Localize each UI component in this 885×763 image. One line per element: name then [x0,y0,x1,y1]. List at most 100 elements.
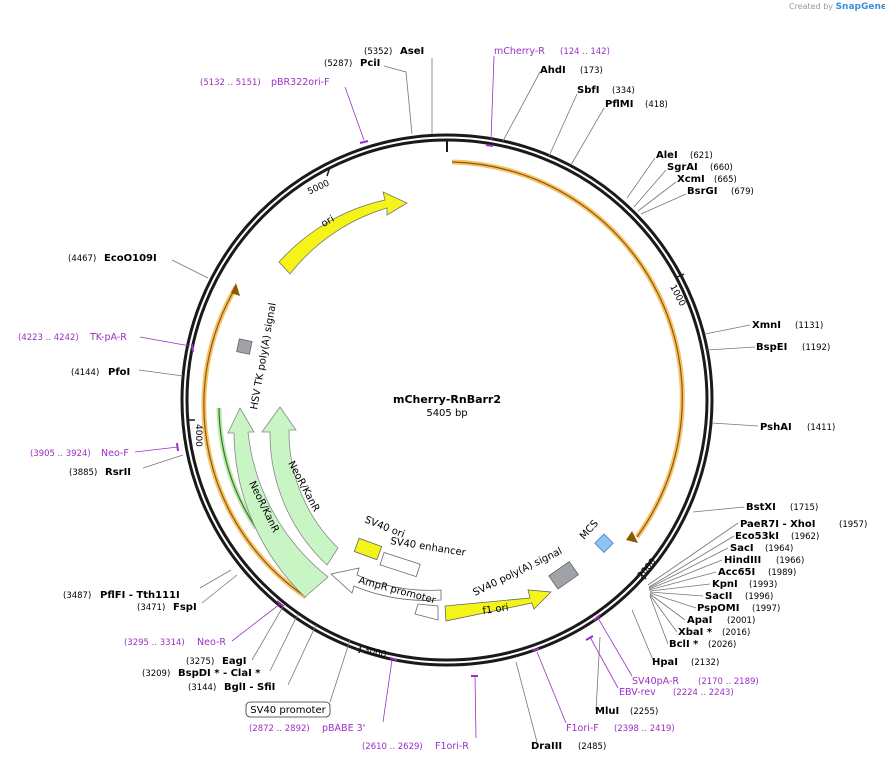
apai-pos: (2001) [727,616,755,626]
paer7i-xhoi-name: PaeR7I - XhoI [740,519,816,530]
ahdi-leader [502,71,541,142]
f1ori-r-name: F1ori-R [435,741,469,752]
pbr322ori-f-range: (5132 .. 5151) [200,78,261,88]
ahdi-name: AhdI [540,65,566,76]
mcherry-r-leader [490,55,495,141]
snapgene-credit: Created by SnapGene [789,2,885,12]
xcmi-pos: (665) [714,175,737,185]
neo-r-name: Neo-R [197,637,226,648]
bsrgi-leader [640,193,687,215]
saci-pos: (1964) [765,544,793,554]
tick-4000: 4000 [193,424,203,447]
mlui-name: MluI [595,706,619,717]
sv40-promoter-label: SV40 promoter [250,705,326,716]
tick-3000: 3000 [363,646,388,661]
tk-pa-r-name: TK-pA-R [89,332,127,343]
sv40-enhancer-label: SV40 enhancer [390,536,468,559]
neo-r-mark [276,600,284,607]
xbai-pos: (2016) [722,628,750,638]
f1ori-f-range: (2398 .. 2419) [614,724,675,734]
neo-orf-line [203,286,307,598]
sbfi-leader [548,93,578,157]
ebv-rev-leader [589,636,619,689]
plasmid-length: 5405 bp [426,408,467,419]
neo-f-mark [176,442,179,452]
rsrii-leader [142,454,184,469]
pcii-pos: (5287) [324,59,352,69]
sv40pa-r-name: SV40pA-R [632,676,679,687]
xbai-name: XbaI * [678,627,713,638]
f1-ori-label: f1 ori [482,602,509,617]
backbone-outer [180,133,714,667]
neo-r-leader [231,603,281,642]
paer7i-xhoi-pos: (1957) [839,520,867,530]
pflmi-pos: (418) [645,100,668,110]
neo-r-range: (3295 .. 3314) [124,638,185,648]
xcmi-name: XcmI [677,174,705,185]
acc65i-pos: (1989) [768,568,796,578]
bstxi-pos: (1715) [790,503,818,513]
tk-pa-r-leader [139,336,191,347]
ebv-rev-mark [585,635,594,641]
bsrgi-pos: (679) [731,187,754,197]
bspdi-name: BspDI * - ClaI * [178,668,261,679]
f1ori-f-mark [531,648,540,651]
saci-name: SacI [730,543,754,554]
ecoo109i-pos: (4467) [68,254,96,264]
f1ori-f-name: F1ori-F [566,723,599,734]
neor-inner-arrow [261,406,339,566]
f1-ori-arrow [444,589,552,622]
ori-arrow [278,191,408,275]
eagi-name: EagI [222,656,246,667]
sv40pa-r-leader [597,617,633,677]
pbabe3-leader [382,659,393,723]
hindiii-name: HindIII [724,555,761,566]
pflfi-leader [199,569,232,589]
kpni-name: KpnI [712,579,738,590]
eagi-pos: (3275) [186,657,214,667]
bgli-pos: (3144) [188,683,216,693]
alei-pos: (621) [690,151,713,161]
tick-2000: 2000 [636,557,659,581]
pspomi-name: PspOMI [697,603,739,614]
sgrai-leader [633,169,667,208]
hindiii-pos: (1966) [776,556,804,566]
xmni-pos: (1131) [795,321,823,331]
bspdi-pos: (3209) [142,669,170,679]
ecoo109i-leader [171,259,209,279]
sv40pa-r-range: (2170 .. 2189) [698,677,759,687]
pbr322ori-f-leader [344,86,365,141]
neor-outer-arrow [227,407,329,598]
sv40-promoter-leader [329,639,351,703]
ebv-rev-name: EBV-rev [619,687,656,698]
acc65i-name: Acc65I [718,567,755,578]
pcii-name: PciI [360,58,380,69]
fspi-pos: (3471) [137,603,165,613]
eco53ki-pos: (1962) [791,532,819,542]
neo-f-name: Neo-F [101,448,129,459]
pflmi-leader [570,107,605,166]
neo-f-leader [134,446,179,453]
pshai-leader [711,422,759,427]
mlui-pos: (2255) [630,707,658,717]
apai-name: ApaI [687,615,712,626]
tick-5000: 5000 [306,178,331,197]
mcherry-r-name: mCherry-R [494,46,545,57]
mcherry-feature-arc [451,159,685,539]
sv40-polya-box [548,561,579,590]
xcmi-leader [637,181,677,212]
mcherry-r-mark [485,144,494,147]
rsrii-pos: (3885) [69,468,97,478]
bsrgi-name: BsrGI [687,186,717,197]
pfoi-name: PfoI [108,367,130,378]
pbabe3-range: (2872 .. 2892) [249,724,310,734]
sv40pa-r-mark [593,614,601,621]
bgli-name: BglI - SfiI [224,682,275,693]
sacii-name: SacII [705,591,732,602]
pflfi-name: PflFI - Tth111I [100,590,180,601]
neo-orf-arrowhead [231,283,240,296]
ampr-promoter-arrow [330,567,442,601]
pbabe3-mark [389,657,398,661]
f1ori-r-leader [474,675,477,739]
